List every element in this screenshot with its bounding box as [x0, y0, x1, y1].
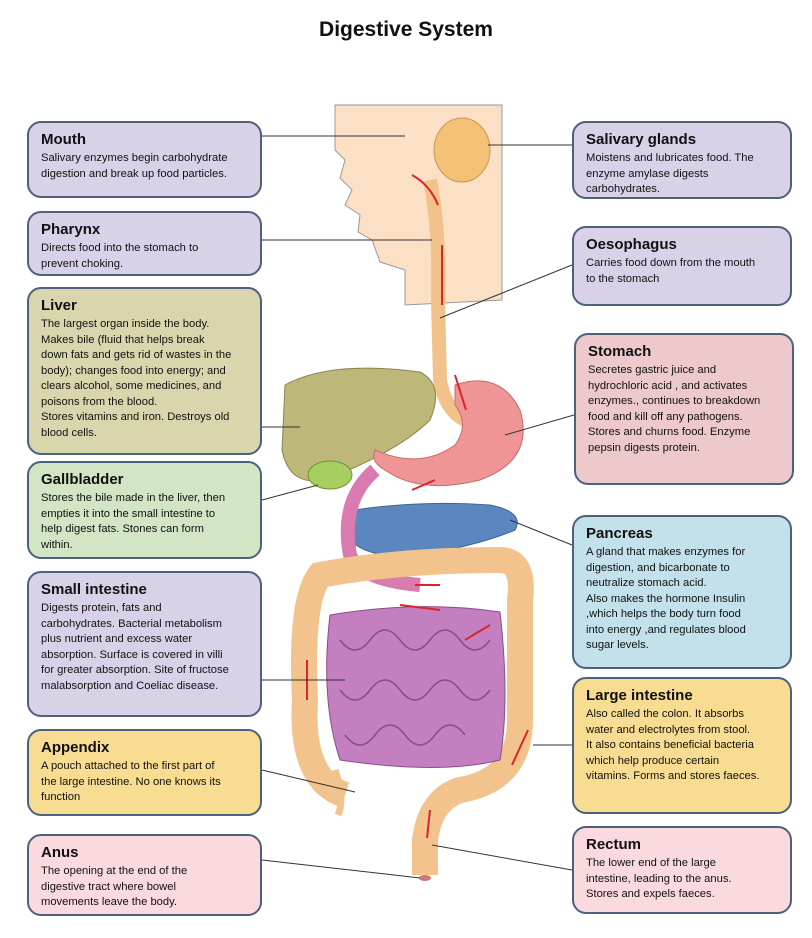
label-title: Rectum: [586, 836, 642, 853]
stomach: [373, 380, 524, 487]
label-title: Liver: [41, 297, 77, 314]
label-box-pancreas: Pancreas A gland that makes enzymes for d…: [572, 515, 792, 669]
liver: [281, 367, 437, 482]
small-intestine-coils: [339, 629, 491, 746]
label-title: Appendix: [41, 739, 110, 756]
page-title: Digestive System: [319, 18, 493, 41]
anus: [419, 875, 431, 881]
small-intestine: [326, 606, 506, 768]
large-intestine: [291, 546, 534, 875]
gallbladder: [307, 460, 353, 490]
label-box-appendix: Appendix A pouch attached to the first pa…: [27, 729, 262, 816]
label-text: Salivary enzymes begin carbohydrate dige…: [41, 152, 228, 180]
label-title: Oesophagus: [586, 236, 677, 253]
label-text: Stores the bile made in the liver, then …: [41, 492, 226, 551]
food-path-arrows: [306, 174, 529, 839]
label-title: Small intestine: [41, 581, 147, 598]
label-title: Stomach: [588, 343, 652, 360]
salivary-gland: [433, 117, 491, 183]
label-text: A pouch attached to the first part of th…: [41, 760, 221, 803]
duodenum: [340, 464, 421, 592]
label-title: Pancreas: [586, 525, 653, 542]
label-text: Secretes gastric juice and hydrochloric …: [588, 364, 761, 454]
label-text: Moistens and lubricates food. The enzyme…: [586, 152, 754, 195]
label-text: The lower end of the large intestine, le…: [586, 857, 732, 900]
label-text: The opening at the end of the digestive …: [41, 865, 188, 908]
appendix: [331, 768, 345, 817]
label-title: Mouth: [41, 131, 86, 148]
label-text: A gland that makes enzymes for digestion…: [586, 546, 746, 651]
label-text: Directs food into the stomach to prevent…: [41, 242, 199, 270]
label-title: Large intestine: [586, 687, 693, 704]
label-text: The largest organ inside the body. Makes…: [41, 318, 232, 439]
label-text: Carries food down from the mouth to the …: [586, 257, 756, 285]
label-title: Gallbladder: [41, 471, 124, 488]
label-title: Salivary glands: [586, 131, 697, 148]
leader-lines: [261, 135, 575, 879]
label-title: Anus: [41, 844, 79, 861]
label-text: Also called the colon. It absorbs water …: [586, 708, 760, 782]
label-text: Digests protein, fats and carbohydrates.…: [41, 602, 229, 692]
oesophagus: [423, 178, 469, 427]
label-title: Pharynx: [41, 221, 101, 238]
